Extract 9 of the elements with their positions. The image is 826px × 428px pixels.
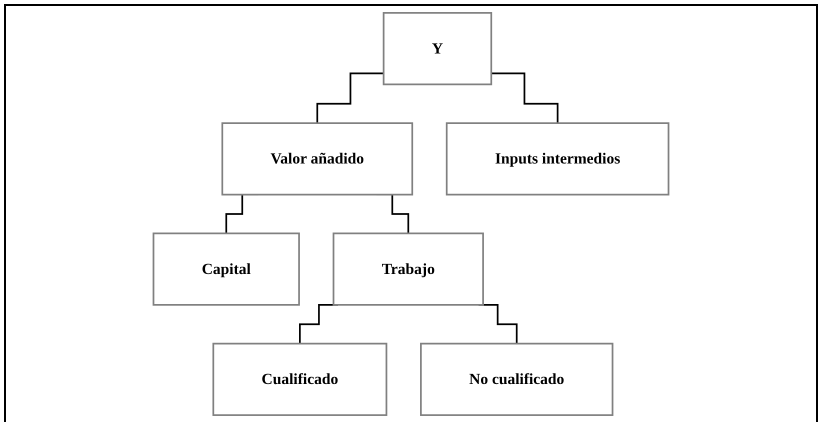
connector xyxy=(316,72,384,124)
node-box: Valor añadido xyxy=(221,122,414,196)
node-box: No cualificado xyxy=(420,342,614,416)
node-box: Trabajo xyxy=(332,232,484,306)
connector xyxy=(491,72,558,124)
node-box: Capital xyxy=(152,232,300,306)
node-box: Y xyxy=(382,12,492,86)
node-box: Inputs intermedios xyxy=(446,122,670,196)
node-box: Cualificado xyxy=(212,342,388,416)
